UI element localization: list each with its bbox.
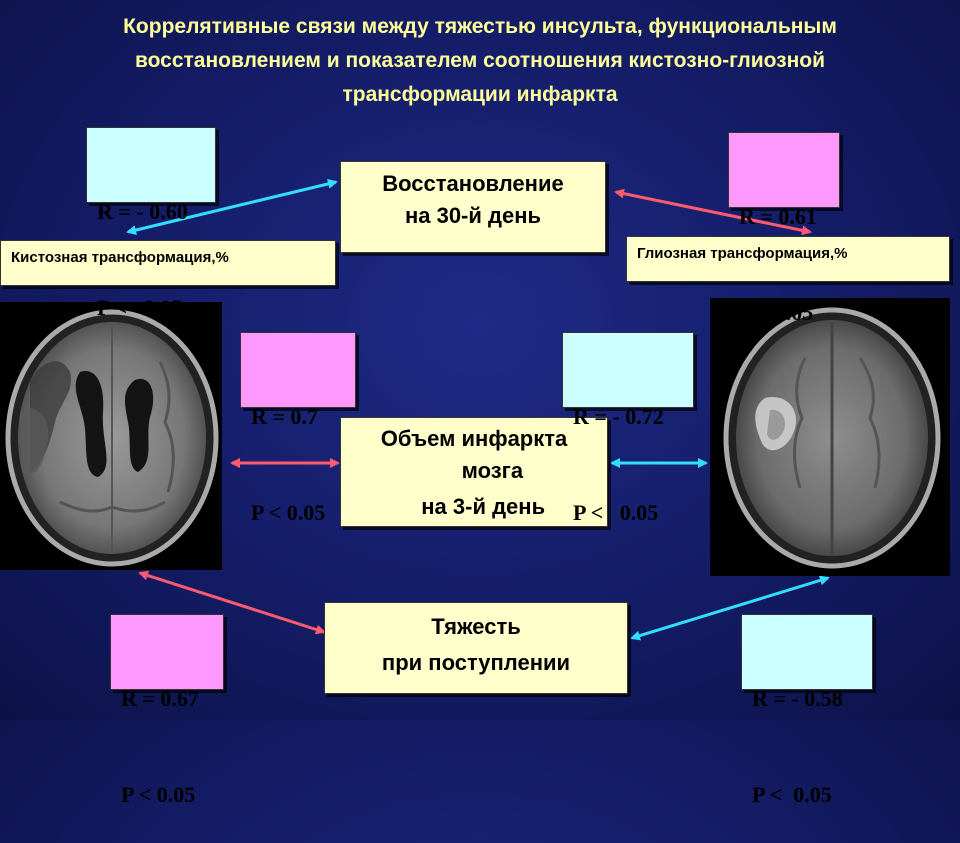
stat-r-value: R = - 0.72: [573, 404, 664, 429]
node-recovery-line-1: Восстановление: [382, 171, 564, 196]
node-volume-line-1: Объем инфаркта: [380, 426, 568, 451]
stat-p-value: P < 0.05: [121, 782, 196, 807]
stat-p-value: P < 0.05: [251, 500, 326, 525]
stat-r-value: R = 0.61: [739, 204, 817, 229]
node-severity-line-2: при поступлении: [381, 650, 571, 675]
label-cystic-text: Кистозная трансформация,%: [11, 249, 229, 266]
node-recovery-line-2: на 30-й день: [404, 203, 542, 228]
arrow-glial-recovery: [614, 188, 812, 236]
stat-r-value: R = - 0.58: [752, 686, 843, 711]
stat-glial-recovery: R = 0.61 P < 0.05: [728, 132, 840, 325]
stat-p-value: P < 0.05: [573, 500, 659, 525]
connector-arrows: [126, 179, 830, 641]
stat-r-value: R = 0.67: [121, 686, 199, 711]
label-cystic-transformation: Кистозная трансформация,%: [0, 240, 336, 286]
node-volume-line-2: мозга: [424, 458, 524, 483]
stat-r-value: R = - 0.60: [97, 199, 188, 224]
stat-cystic-severity: R = 0.67 P < 0.05: [110, 614, 224, 807]
slide-title: Коррелятивные связи между тяжестью инсул…: [10, 10, 950, 112]
node-severity-line-1: Тяжесть: [431, 614, 521, 639]
node-infarct-volume-day-3: Объем инфаркта мозга на 3-й день: [340, 417, 608, 527]
stat-glial-severity: R = - 0.58 P < 0.05: [741, 614, 873, 807]
node-severity-on-admission: Тяжесть при поступлении: [324, 602, 628, 694]
stat-p-value: P < 0.05: [752, 782, 832, 807]
mri-cystic-image: [5, 309, 219, 567]
stat-r-value: R = 0.7: [251, 404, 318, 429]
node-volume-line-3: на 3-й день: [402, 494, 546, 519]
stat-cystic-volume: R = 0.7 P < 0.05: [240, 332, 356, 525]
stat-p-value: P < 0.05: [739, 300, 814, 325]
stat-glial-volume: R = - 0.72 P < 0.05: [562, 332, 694, 525]
stat-cystic-recovery: R = - 0.60 P < 0.05: [86, 127, 216, 320]
mri-glial-image: [723, 307, 941, 569]
label-glial-transformation: Глиозная трансформация,%: [626, 236, 950, 282]
stat-p-value: P < 0.05: [97, 295, 183, 320]
arrow-glial-severity: [630, 575, 830, 641]
title-line-2: восстановлением и показателем соотношени…: [134, 49, 826, 72]
title-line-3: трансформации инфаркта: [342, 83, 618, 106]
arrow-cystic-recovery: [126, 179, 338, 235]
node-recovery-day-30: Восстановление на 30-й день: [340, 161, 606, 253]
label-glial-text: Глиозная трансформация,%: [637, 245, 848, 262]
mri-scan-glial: [710, 298, 950, 576]
mri-scan-cystic: [0, 302, 222, 570]
title-line-1: Коррелятивные связи между тяжестью инсул…: [123, 15, 837, 38]
arrow-cystic-severity: [138, 570, 326, 635]
